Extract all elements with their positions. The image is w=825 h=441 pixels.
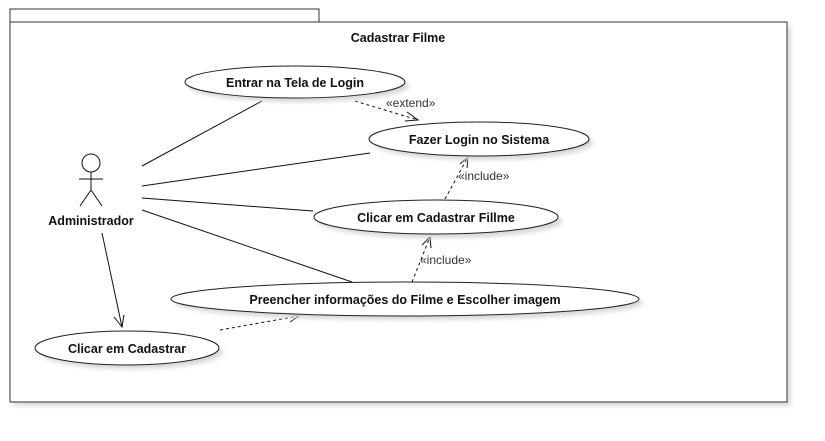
use-case-fazer-login[interactable]: Fazer Login no Sistema bbox=[368, 121, 593, 160]
assoc-fazer-login bbox=[141, 152, 371, 187]
extend-label: «extend» bbox=[386, 96, 436, 110]
assoc-clicar-cadastrar bbox=[101, 232, 123, 328]
assoc-arrowhead bbox=[113, 314, 125, 329]
actor-label: Administrador bbox=[48, 214, 134, 228]
assoc-entrar-login bbox=[141, 100, 263, 167]
dependencies: «extend» «include» «include» bbox=[219, 96, 510, 331]
use-case-entrar-login[interactable]: Entrar na Tela de Login bbox=[184, 65, 409, 102]
associations bbox=[101, 100, 371, 329]
include-label-2: «include» bbox=[420, 253, 472, 267]
package-title: Cadastrar Filme bbox=[351, 31, 446, 45]
use-case-label: Entrar na Tela de Login bbox=[226, 76, 364, 90]
use-case-label: Clicar em Cadastrar Fillme bbox=[357, 211, 515, 225]
assoc-clicar-cadastrar-filme bbox=[141, 197, 314, 212]
extend-arrowhead bbox=[404, 111, 420, 122]
use-case-clicar-cadastrar-filme[interactable]: Clicar em Cadastrar Fillme bbox=[313, 199, 562, 238]
use-case-label: Clicar em Cadastrar bbox=[68, 342, 186, 356]
assoc-preencher-info bbox=[141, 209, 353, 283]
include-line-2 bbox=[411, 236, 431, 283]
use-case-label: Preencher informações do Filme e Escolhe… bbox=[249, 293, 560, 307]
actor-stick-figure-icon bbox=[79, 153, 103, 207]
include-label-1: «include» bbox=[458, 169, 510, 183]
include-line-1 bbox=[444, 156, 469, 200]
use-case-clicar-cadastrar[interactable]: Clicar em Cadastrar bbox=[34, 330, 223, 369]
actor-administrador[interactable]: Administrador bbox=[48, 153, 134, 228]
use-case-label: Fazer Login no Sistema bbox=[409, 133, 550, 147]
dependency-line-clicar-cadastrar bbox=[219, 315, 300, 331]
use-case-preencher-info[interactable]: Preencher informações do Filme e Escolhe… bbox=[170, 281, 643, 320]
package-tab bbox=[9, 8, 320, 22]
extend-line bbox=[354, 100, 419, 121]
